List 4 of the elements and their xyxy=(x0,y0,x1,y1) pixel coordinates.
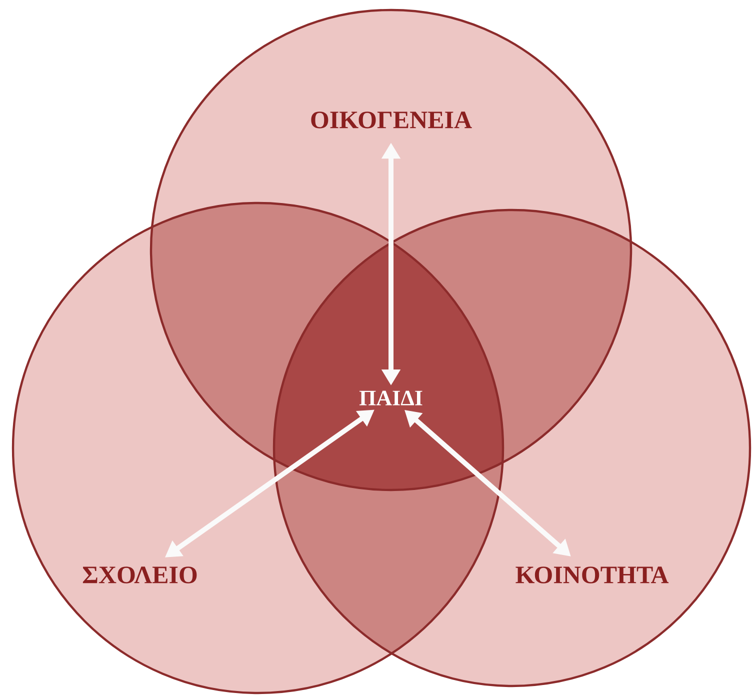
center-region: ΠΑΙΔΙ xyxy=(359,390,422,406)
circle-label: ΟΙΚΟΓΕΝΕΙΑ xyxy=(311,112,472,128)
circle-label: ΣΧΟΛΕΙΟ xyxy=(82,566,197,584)
circle-label: ΚΟΙΝΟΤΗΤΑ xyxy=(516,566,669,584)
